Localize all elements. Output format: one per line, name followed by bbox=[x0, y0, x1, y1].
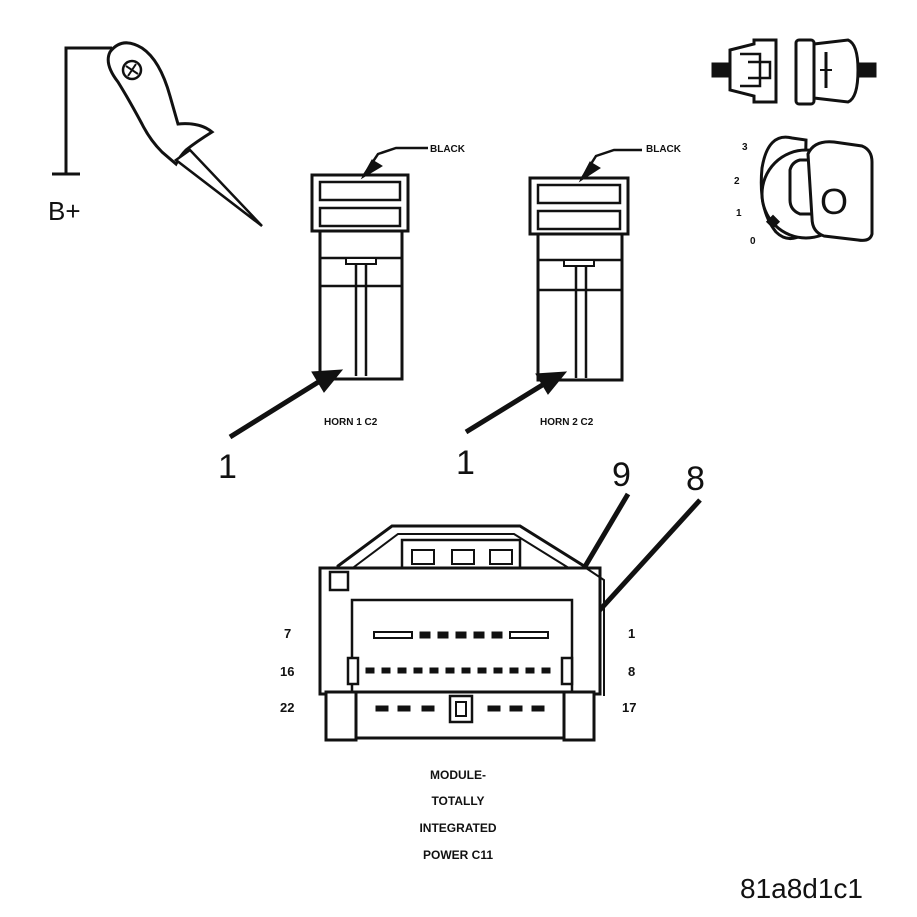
callout-1-left: 1 bbox=[218, 448, 237, 486]
horn-1-connector bbox=[310, 173, 410, 381]
callout-arrow-left bbox=[228, 369, 344, 440]
ignition-position-2: 2 bbox=[734, 176, 740, 187]
module-caption-line-3: INTEGRATED bbox=[419, 821, 496, 835]
pin-label-7: 7 bbox=[284, 626, 291, 641]
pin-label-22: 22 bbox=[280, 700, 294, 715]
ignition-key-icon bbox=[759, 135, 874, 242]
battery-label: B+ bbox=[48, 196, 81, 226]
callout-1-right: 1 bbox=[456, 444, 475, 482]
callout-9: 9 bbox=[612, 456, 631, 494]
ignition-position-3: 3 bbox=[742, 142, 748, 153]
pin-label-17: 17 bbox=[622, 700, 636, 715]
module-caption-line-1: MODULE- bbox=[430, 768, 486, 782]
connector-disconnect-icon bbox=[711, 38, 877, 106]
horn-1-label: HORN 1 C2 bbox=[324, 417, 378, 428]
ignition-position-1: 1 bbox=[736, 208, 742, 219]
module-caption-line-2: TOTALLY bbox=[431, 794, 484, 808]
callout-arrow-right bbox=[464, 371, 568, 435]
key-symbol: O bbox=[820, 181, 848, 222]
callout-8: 8 bbox=[686, 460, 705, 498]
wire-color-label-left: BLACK bbox=[430, 144, 466, 155]
ignition-position-0: 0 bbox=[750, 236, 756, 247]
tipm-c11-connector bbox=[318, 524, 605, 742]
horn-2-label: HORN 2 C2 bbox=[540, 417, 594, 428]
figure-code: 81a8d1c1 bbox=[740, 873, 863, 904]
horn-2-connector bbox=[528, 176, 630, 382]
wire-color-label-right: BLACK bbox=[646, 144, 682, 155]
pin-label-8: 8 bbox=[628, 664, 635, 679]
pin-label-1: 1 bbox=[628, 626, 635, 641]
test-light-icon bbox=[52, 41, 263, 227]
module-caption-line-4: POWER C11 bbox=[423, 848, 493, 862]
pin-label-16: 16 bbox=[280, 664, 294, 679]
